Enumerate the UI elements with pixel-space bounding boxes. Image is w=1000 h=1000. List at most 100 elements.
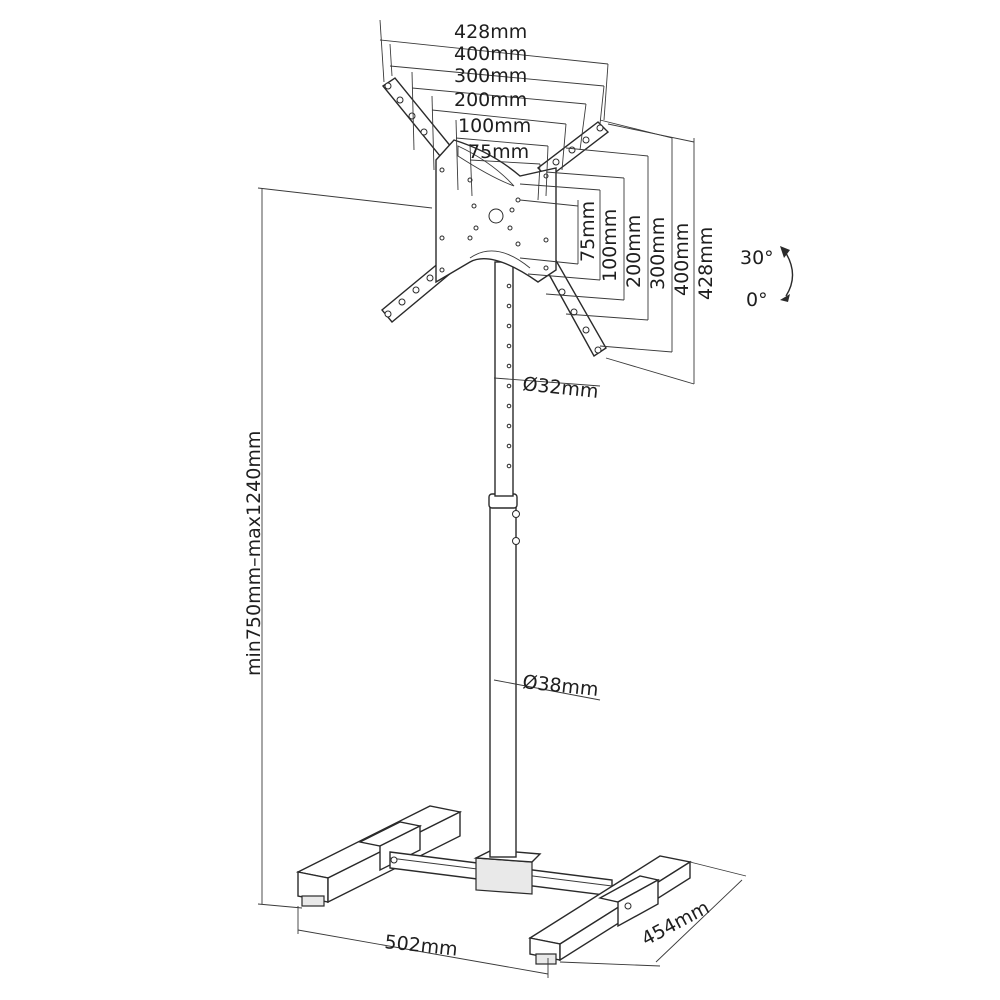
dimension-line (545, 171, 625, 179)
arm-hole (594, 346, 602, 354)
plate-hole (509, 207, 515, 213)
arm-hole (426, 274, 434, 282)
dimension-line (655, 879, 743, 963)
dimension-line (605, 357, 695, 385)
vesa-height-75: 75mm (577, 201, 599, 262)
height-knob-lower[interactable] (512, 537, 520, 545)
pole-hole (506, 363, 512, 369)
arm-hole (408, 112, 416, 120)
vesa-width-labels: 428mm 400mm 300mm 200mm 100mm 75mm (454, 21, 531, 163)
upper-pole-diameter-label: Ø32mm (521, 373, 599, 403)
tilt-max-label: 30° (740, 247, 774, 269)
pole-hole (506, 323, 512, 329)
vesa-width-75: 75mm (468, 141, 529, 163)
height-range-label: min750mm–max1240mm (243, 431, 265, 676)
plate-hole (473, 225, 479, 231)
pole-hub (475, 857, 533, 895)
pole-hole (506, 383, 512, 389)
vesa-width-428: 428mm (454, 21, 527, 43)
dimension-line (297, 929, 549, 975)
tilt-arc (783, 249, 794, 297)
plate-hole (515, 197, 521, 203)
plate-hole (439, 167, 445, 173)
pole-hole (506, 303, 512, 309)
dimension-line (379, 19, 385, 83)
dimension-line (689, 861, 747, 877)
plate-hole (467, 235, 473, 241)
vesa-width-100: 100mm (458, 115, 531, 137)
dimension-line (493, 377, 601, 387)
dimension-line (411, 87, 587, 105)
floor-base (295, 805, 692, 965)
arm-hole (412, 286, 420, 294)
dimension-line (607, 123, 695, 143)
dimension-line (565, 313, 649, 321)
dimension-line (519, 257, 579, 265)
dimension-line (257, 187, 433, 209)
dimension-line (579, 103, 587, 151)
pole-hole (506, 423, 512, 429)
dimension-line (519, 199, 579, 207)
arm-hole (420, 128, 428, 136)
pole-hole (506, 443, 512, 449)
dimension-line (389, 65, 605, 87)
dimension-line (379, 39, 609, 65)
plate-hole (543, 237, 549, 243)
tilt-arrow-down-icon (780, 294, 790, 302)
pole (488, 261, 520, 858)
dimension-line (455, 137, 549, 147)
dimension-line (455, 119, 459, 191)
height-knob-upper[interactable] (512, 510, 520, 518)
dimension-line (431, 109, 567, 125)
arm-hole (582, 136, 590, 144)
vesa-height-428: 428mm (695, 227, 717, 300)
pole-hole (506, 463, 512, 469)
pole-hole (506, 403, 512, 409)
arm-hole (596, 124, 604, 132)
dimension-line (565, 147, 649, 157)
plate-hole (515, 241, 521, 247)
tilt-min-label: 0° (746, 289, 768, 311)
arm-hole (568, 146, 576, 154)
dimension-line (257, 903, 303, 909)
plate-hole (471, 203, 477, 209)
plate-hole (439, 235, 445, 241)
arm-hole (396, 96, 404, 104)
arm-hole (582, 326, 590, 334)
vesa-height-100: 100mm (599, 209, 621, 282)
dimension-line (599, 85, 605, 125)
dimension-line (469, 143, 473, 197)
vesa-width-200: 200mm (454, 89, 527, 111)
dimension-line (603, 63, 609, 121)
dimension-line (537, 163, 541, 201)
dimension-line (561, 123, 567, 171)
base-width-label: 502mm (383, 931, 458, 961)
plate-hole (507, 225, 513, 231)
arm-hole (398, 298, 406, 306)
dimension-line (527, 273, 601, 281)
plate-hole (439, 267, 445, 273)
arm-hole (558, 288, 566, 296)
dimension-line (411, 71, 415, 151)
front-foot-clamp-side (617, 878, 659, 928)
vesa-height-labels: 75mm 100mm 200mm 300mm 400mm 428mm (577, 201, 717, 300)
pole-adjustment-holes (506, 283, 512, 469)
vesa-height-200: 200mm (623, 215, 645, 288)
vesa-width-300: 300mm (454, 65, 527, 87)
arm-top-left (381, 77, 454, 157)
plate-hole (543, 173, 549, 179)
vesa-height-400: 400mm (671, 223, 693, 296)
dimension-line (431, 95, 435, 171)
arm-holes (384, 82, 604, 354)
arm-hole (384, 310, 392, 318)
dimension-line (389, 43, 393, 77)
dimension-line (545, 293, 625, 301)
lower-pole-diameter-label: Ø38mm (521, 671, 599, 701)
arm-hole (552, 158, 560, 166)
pole-hole (506, 283, 512, 289)
dimension-lines (257, 19, 747, 978)
vesa-width-400: 400mm (454, 43, 527, 65)
arm-hole (384, 82, 392, 90)
